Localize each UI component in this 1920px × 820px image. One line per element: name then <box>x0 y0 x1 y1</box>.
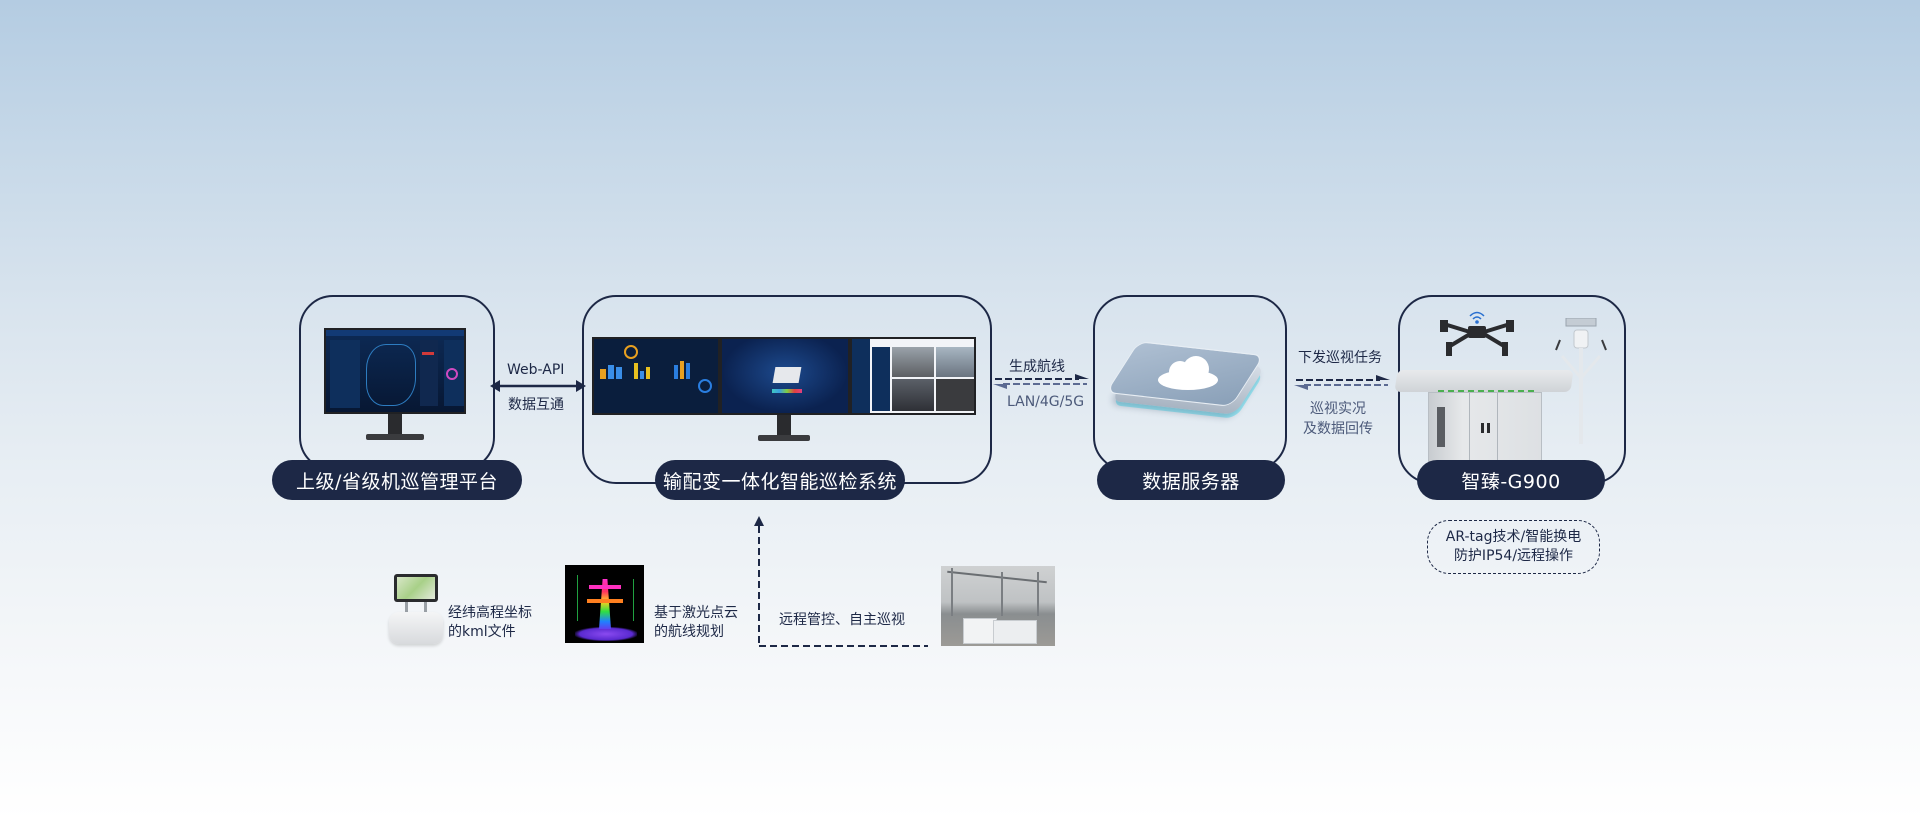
lidar-input-line2: 的航线规划 <box>654 624 724 640</box>
link-label-data-return: 及数据回传 <box>1303 421 1373 437</box>
g900-feature-line2: 防护IP54/远程操作 <box>1453 548 1574 564</box>
kml-input-line2: 的kml文件 <box>448 624 516 640</box>
g900-features-box: AR-tag技术/智能换电 防护IP54/远程操作 <box>1427 520 1600 574</box>
monitor-image <box>324 328 466 444</box>
dashed-up-arrow-icon <box>754 516 928 647</box>
cloud-server-image <box>1105 341 1268 432</box>
dock-top <box>1394 370 1574 392</box>
right-video-screen <box>850 337 976 415</box>
weather-station-icon <box>1555 318 1607 444</box>
node-label-upper-platform: 上级/省级机巡管理平台 <box>272 460 522 500</box>
triple-monitor-image <box>592 337 976 443</box>
link-label-data-exchange: 数据互通 <box>508 397 564 413</box>
left-dashboard-screen <box>592 337 720 415</box>
dashboard-screen <box>324 328 466 414</box>
remote-controller-image <box>389 574 443 646</box>
bidirectional-arrow-icon <box>490 380 586 392</box>
dashed-bidirectional-arrow-icon <box>1294 375 1390 390</box>
kml-input-line1: 经纬高程坐标 <box>448 605 532 621</box>
center-3d-screen <box>720 337 850 415</box>
link-label-live-feed: 巡视实况 <box>1310 401 1366 417</box>
lidar-input-line1: 基于激光点云 <box>654 605 738 621</box>
drone-icon <box>1440 311 1514 356</box>
link-label-generate-route: 生成航线 <box>1009 359 1065 375</box>
g900-feature-line1: AR-tag技术/智能换电 <box>1445 529 1582 545</box>
dashed-bidirectional-arrow-icon <box>993 374 1089 389</box>
link-label-web-api: Web-API <box>507 362 565 378</box>
cloud-icon <box>1158 356 1218 390</box>
link-label-network: LAN/4G/5G <box>1007 394 1085 410</box>
remote-control-label: 远程管控、自主巡视 <box>779 612 905 628</box>
link-label-dispatch-task: 下发巡视任务 <box>1298 350 1382 366</box>
substation-dock-photo <box>941 566 1055 646</box>
node-label-data-server: 数据服务器 <box>1097 460 1285 500</box>
node-label-inspection-system: 输配变一体化智能巡检系统 <box>655 460 905 500</box>
drone-dock-image <box>1392 306 1624 463</box>
dock-body <box>1428 392 1542 463</box>
lidar-point-cloud-image <box>565 565 644 643</box>
node-label-g900: 智臻-G900 <box>1417 460 1605 500</box>
